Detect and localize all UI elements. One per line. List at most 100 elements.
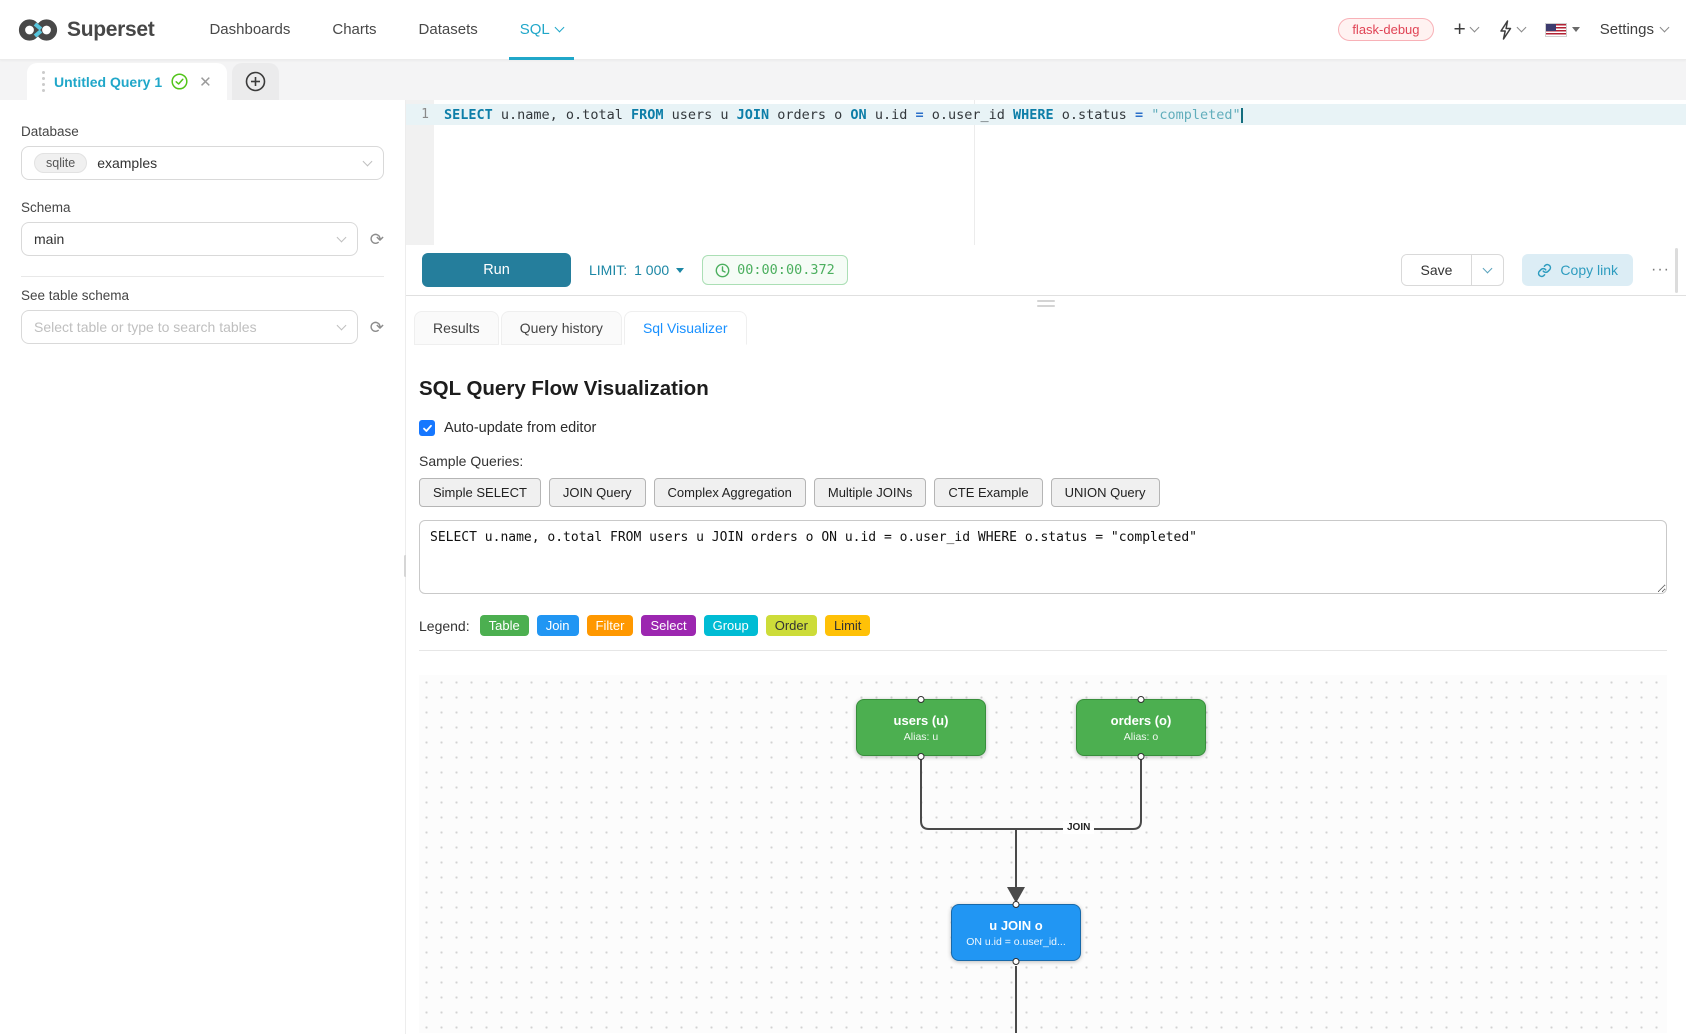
sql-token: o.user_id <box>923 107 1014 123</box>
sql-lab-workspace: Database sqlite examples Schema main ⟳ S… <box>0 100 1686 1034</box>
sql-code-editor[interactable]: 1 SELECT u.name, o.total FROM users u JO… <box>406 100 1686 245</box>
tab-results[interactable]: Results <box>414 311 499 345</box>
node-handle[interactable] <box>917 695 925 703</box>
sql-lab-sidebar: Database sqlite examples Schema main ⟳ S… <box>0 100 407 1034</box>
nav-item-sql[interactable]: SQL <box>499 0 584 60</box>
run-button[interactable]: Run <box>422 253 571 287</box>
flow-node-users[interactable]: users (u) Alias: u <box>856 695 986 760</box>
query-tab-strip: Untitled Query 1 ✕ <box>0 60 1686 100</box>
copy-link-button[interactable]: Copy link <box>1522 254 1634 286</box>
tab-sql-visualizer[interactable]: Sql Visualizer <box>623 311 747 345</box>
sql-token: WHERE <box>1013 107 1054 123</box>
legend-chip-limit: Limit <box>824 615 871 636</box>
superset-infinity-icon <box>18 18 58 41</box>
sql-token <box>1143 107 1151 123</box>
language-picker[interactable] <box>1544 22 1580 37</box>
drag-handle-icon[interactable] <box>42 71 45 92</box>
auto-update-option[interactable]: Auto-update from editor <box>419 420 1667 436</box>
database-select-value: examples <box>97 155 158 171</box>
database-engine-badge: sqlite <box>34 153 88 173</box>
flow-node-orders[interactable]: orders (o) Alias: o <box>1076 695 1206 760</box>
more-options-button[interactable]: ··· <box>1651 261 1670 278</box>
visualizer-title: SQL Query Flow Visualization <box>419 377 709 400</box>
edge-label-join: JOIN <box>1063 821 1095 834</box>
legend-chip-join: Join <box>536 615 579 636</box>
sql-token: o.status <box>1053 107 1135 123</box>
legend-label: Legend: <box>419 617 470 634</box>
sql-token: u.name, o.total <box>492 107 631 123</box>
node-handle[interactable] <box>1137 752 1145 760</box>
schema-select[interactable]: main <box>21 222 358 256</box>
query-tab-untitled-1[interactable]: Untitled Query 1 ✕ <box>27 63 227 100</box>
auto-update-label: Auto-update from editor <box>444 420 597 436</box>
pane-drag-handle[interactable] <box>1037 300 1055 307</box>
save-split-button: Save <box>1400 254 1505 286</box>
sidebar-resize-handle[interactable] <box>404 555 407 577</box>
node-handle[interactable] <box>1012 900 1020 908</box>
visualizer-query-input[interactable]: SELECT u.name, o.total FROM users u JOIN… <box>419 520 1667 594</box>
save-button[interactable]: Save <box>1401 255 1472 285</box>
legend-chip-order: Order <box>765 615 817 636</box>
editor-print-margin <box>974 100 975 245</box>
limit-dropdown[interactable]: LIMIT: 1 000 <box>589 262 685 278</box>
sample-join-query-button[interactable]: JOIN Query <box>548 478 646 507</box>
nav-item-datasets[interactable]: Datasets <box>418 21 478 38</box>
node-title: u JOIN o <box>989 917 1043 933</box>
query-search-menu[interactable] <box>1498 19 1527 40</box>
limit-value: 1 000 <box>634 262 670 278</box>
sql-editor-pane: 1 SELECT u.name, o.total FROM users u JO… <box>406 100 1686 1034</box>
result-tabs: Results Query history Sql Visualizer <box>414 311 1686 345</box>
sample-complex-aggregation-button[interactable]: Complex Aggregation <box>653 478 806 507</box>
legend: Legend: Table Join Filter Select Group O… <box>419 615 1667 636</box>
auto-update-checkbox[interactable] <box>419 420 435 436</box>
sql-token: FROM <box>630 107 664 123</box>
nav-item-charts[interactable]: Charts <box>332 21 377 38</box>
database-label: Database <box>21 124 79 139</box>
check-icon <box>422 424 432 432</box>
chevron-down-icon <box>336 232 347 242</box>
sql-token: orders o <box>769 107 851 123</box>
editor-active-line <box>406 104 1686 125</box>
schema-label: Schema <box>21 200 71 215</box>
flow-edges <box>920 758 1142 1033</box>
nav-item-dashboards[interactable]: Dashboards <box>209 21 291 38</box>
save-options-button[interactable] <box>1471 255 1503 285</box>
check-circle-icon <box>171 73 188 90</box>
node-subtitle: ON u.id = o.user_id... <box>966 935 1066 948</box>
sample-union-query-button[interactable]: UNION Query <box>1050 478 1160 507</box>
node-handle[interactable] <box>917 752 925 760</box>
clock-icon <box>715 263 730 277</box>
chevron-down-icon <box>362 156 373 166</box>
refresh-tables-icon[interactable]: ⟳ <box>369 317 384 337</box>
limit-label: LIMIT: <box>589 262 628 278</box>
query-flow-canvas[interactable]: users (u) Alias: u orders (o) Alias: o J… <box>419 675 1667 1033</box>
node-handle[interactable] <box>1012 957 1020 965</box>
node-title: users (u) <box>893 712 949 728</box>
settings-menu[interactable]: Settings <box>1600 21 1670 38</box>
superset-logo[interactable]: Superset <box>18 17 155 43</box>
flow-node-join[interactable]: u JOIN o ON u.id = o.user_id... <box>951 900 1081 965</box>
database-select[interactable]: sqlite examples <box>21 146 384 180</box>
new-item-menu[interactable]: + <box>1454 19 1480 40</box>
sample-simple-select-button[interactable]: Simple SELECT <box>419 478 541 507</box>
pane-resize-handle[interactable] <box>1675 248 1678 293</box>
tab-query-history[interactable]: Query history <box>500 311 622 345</box>
sql-token: users u <box>663 107 737 123</box>
timer-value: 00:00:00.372 <box>737 262 835 278</box>
sample-multiple-joins-button[interactable]: Multiple JOINs <box>813 478 927 507</box>
node-handle[interactable] <box>1137 695 1145 703</box>
close-icon[interactable]: ✕ <box>199 73 212 91</box>
chevron-down-icon <box>1469 22 1480 33</box>
editor-line-number: 1 <box>421 107 429 122</box>
main-menu: Dashboards Charts Datasets SQL <box>188 0 583 60</box>
chevron-down-icon <box>554 22 565 33</box>
table-select[interactable]: Select table or type to search tables <box>21 310 358 344</box>
caret-down-icon <box>1571 27 1580 32</box>
chevron-down-icon <box>336 320 347 330</box>
sample-cte-example-button[interactable]: CTE Example <box>934 478 1043 507</box>
refresh-schemas-icon[interactable]: ⟳ <box>369 229 384 249</box>
legend-chip-filter: Filter <box>586 615 634 636</box>
new-query-tab-button[interactable] <box>231 63 279 100</box>
editor-toolbar: Run LIMIT: 1 000 00:00:00.372 Save <box>406 245 1686 296</box>
